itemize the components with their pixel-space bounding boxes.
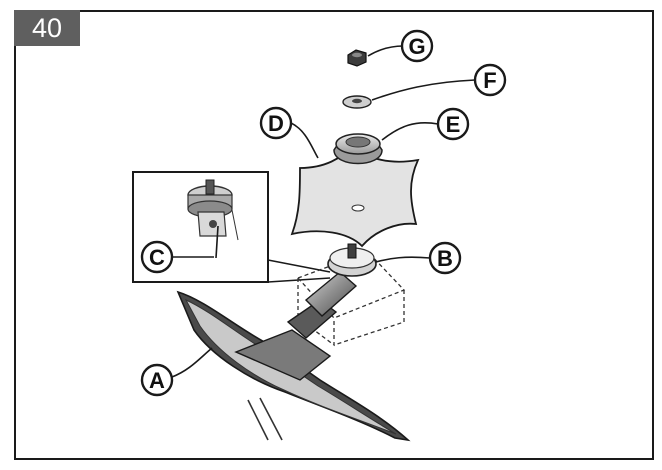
leader-lines xyxy=(171,45,476,378)
svg-text:A: A xyxy=(149,368,165,393)
svg-text:F: F xyxy=(483,68,496,93)
callout-f: F xyxy=(473,63,507,97)
svg-text:G: G xyxy=(408,34,425,59)
figure-frame xyxy=(14,10,654,460)
svg-text:D: D xyxy=(268,111,284,136)
callout-g: G xyxy=(400,29,434,63)
callout-c: C xyxy=(140,240,174,274)
nut-part-g xyxy=(347,49,367,67)
callout-d: D xyxy=(259,106,293,140)
svg-text:B: B xyxy=(437,246,453,271)
trimmer-body xyxy=(176,271,411,442)
svg-text:C: C xyxy=(149,245,165,270)
callout-e: E xyxy=(436,107,470,141)
cup-washer-part-e xyxy=(333,133,383,165)
step-number-badge: 40 xyxy=(14,10,80,46)
svg-text:E: E xyxy=(446,112,461,137)
callout-b: B xyxy=(428,241,462,275)
washer-part-f xyxy=(342,95,372,109)
drive-hub-part-b xyxy=(327,243,377,277)
callout-a: A xyxy=(140,363,174,397)
